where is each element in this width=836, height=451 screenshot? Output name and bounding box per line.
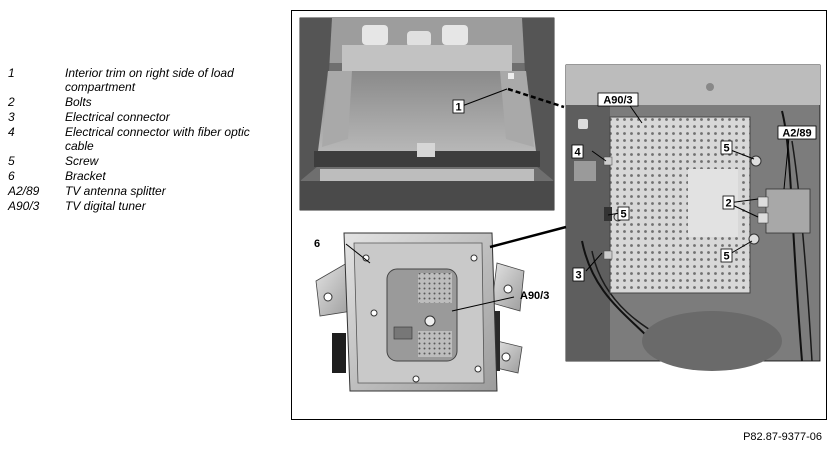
legend: 1 Interior trim on right side of load co… [8, 66, 278, 214]
legend-item: 1 Interior trim on right side of load co… [8, 66, 278, 94]
legend-item: 3 Electrical connector [8, 110, 278, 124]
legend-key: 4 [8, 125, 15, 139]
legend-text: Screw [65, 154, 99, 168]
legend-key: 3 [8, 110, 15, 124]
legend-item: A90/3 TV digital tuner [8, 199, 278, 213]
legend-item: 2 Bolts [8, 95, 278, 109]
legend-text: TV antenna splitter [65, 184, 166, 198]
legend-text: Electrical connector with fiber optic ca… [65, 125, 250, 153]
svg-text:5: 5 [723, 143, 729, 155]
svg-text:A90/3: A90/3 [520, 290, 549, 302]
svg-text:2: 2 [725, 198, 731, 210]
callout-3: 3 [572, 267, 585, 282]
legend-text: Interior trim on right side of load comp… [65, 66, 234, 94]
legend-item: 4 Electrical connector with fiber optic … [8, 125, 278, 153]
legend-key: 5 [8, 154, 15, 168]
legend-item: 5 Screw [8, 154, 278, 168]
legend-key: A90/3 [8, 199, 40, 213]
svg-text:4: 4 [574, 147, 581, 159]
figure-reference-number: P82.87-9377-06 [743, 431, 822, 443]
callout-5-bottom: 5 [720, 248, 733, 263]
svg-text:A90/3: A90/3 [603, 95, 632, 107]
callout-a289: A2/89 [777, 125, 817, 140]
callout-6: 6 [314, 238, 320, 250]
svg-text:5: 5 [620, 209, 626, 221]
legend-key: 6 [8, 169, 15, 183]
legend-item: 6 Bracket [8, 169, 278, 183]
callout-1: 1 [452, 99, 465, 114]
legend-item: A2/89 TV antenna splitter [8, 184, 278, 198]
leader-lines [345, 87, 790, 312]
figure-drawing: 1 6 A90/3 A90/3 A2/89 4 5 5 2 [299, 17, 821, 392]
callout-a903-installed: A90/3 [597, 92, 639, 107]
legend-text: TV digital tuner [65, 199, 146, 213]
photo-installed-tuner [565, 64, 821, 371]
svg-text:1: 1 [455, 102, 461, 114]
callout-2: 2 [722, 195, 735, 210]
svg-text:6: 6 [314, 238, 320, 250]
legend-key: 2 [8, 95, 15, 109]
callout-4: 4 [571, 144, 584, 159]
svg-text:A2/89: A2/89 [782, 128, 811, 140]
legend-text: Electrical connector [65, 110, 170, 124]
callout-5-left: 5 [617, 206, 630, 221]
svg-text:5: 5 [723, 251, 729, 263]
callout-5-top: 5 [720, 140, 733, 155]
legend-text: Bolts [65, 95, 92, 109]
photo-tuner-bracket [315, 232, 525, 392]
figure-frame: 1 6 A90/3 A90/3 A2/89 4 5 5 2 [291, 10, 827, 420]
legend-key: A2/89 [8, 184, 40, 198]
svg-text:3: 3 [575, 270, 581, 282]
legend-text: Bracket [65, 169, 106, 183]
photo-load-compartment [299, 17, 555, 211]
legend-key: 1 [8, 66, 15, 80]
callout-a903-bracket: A90/3 [520, 290, 549, 302]
